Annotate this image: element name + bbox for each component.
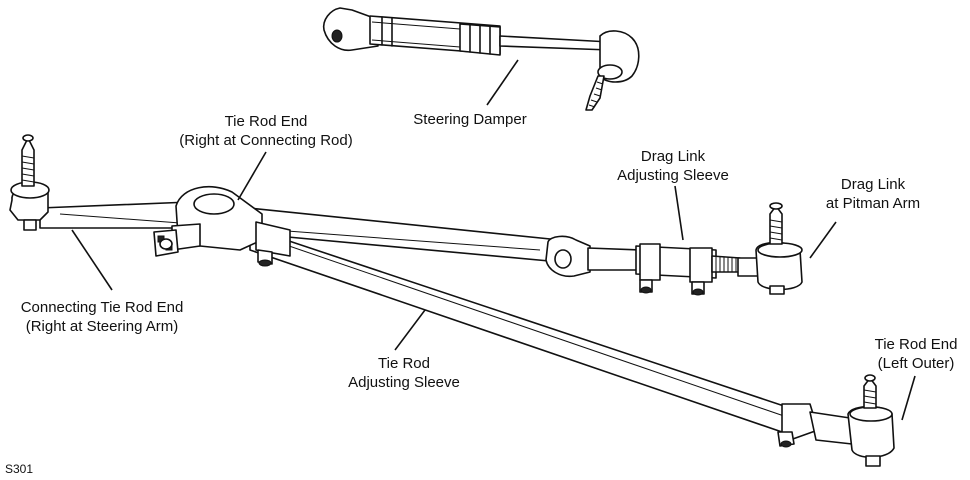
drag-link-sleeve-label-line2: Adjusting Sleeve: [617, 167, 729, 184]
tie-rod-end-left-label-line1: Tie Rod End: [874, 336, 958, 353]
tie-rod-end-left-label: Tie Rod End (Left Outer): [875, 335, 958, 373]
drag-link-sleeve-leader: [674, 185, 684, 241]
tie-rod-sleeve-label-line2: Adjusting Sleeve: [348, 374, 460, 391]
tie-rod-sleeve-label: Tie Rod Adjusting Sleeve: [348, 354, 460, 392]
drag-link-pitman-label-line2: at Pitman Arm: [825, 195, 921, 212]
connecting-tie-rod-end-label-line1: Connecting Tie Rod End: [20, 299, 184, 316]
tie-rod-sleeve-leader: [394, 309, 426, 351]
drag-link-pitman-end-part: [755, 202, 803, 295]
connecting-tie-rod-end-part: [9, 134, 50, 231]
tie-rod-end-right-label: Tie Rod End (Right at Connecting Rod): [179, 112, 352, 150]
drag-link-pitman-label-line1: Drag Link: [840, 176, 906, 193]
tie-rod-sleeve-label-line1: Tie Rod: [378, 355, 430, 372]
steering-damper-leader: [486, 59, 519, 106]
tie-rod-end-right-label-line2: (Right at Connecting Rod): [179, 132, 353, 149]
steering-damper-part: [322, 7, 640, 111]
steering-damper-label-line1: Steering Damper: [413, 111, 527, 128]
drag-link-pitman-leader: [809, 221, 837, 259]
tie-rod-end-right-leader: [237, 151, 267, 201]
drag-link-pitman-label: Drag Link at Pitman Arm: [826, 175, 920, 213]
drag-link-sleeve-label-line1: Drag Link: [640, 148, 706, 165]
connecting-tie-rod-end-label: Connecting Tie Rod End (Right at Steerin…: [21, 298, 184, 336]
tie-rod-end-left-label-line2: (Left Outer): [877, 355, 955, 372]
tie-rod-end-left-part: [777, 374, 895, 467]
tie-rod-end-right-part: [153, 185, 291, 267]
connecting-tie-rod-end-leader: [71, 229, 113, 291]
connecting-tie-rod-end-label-line2: (Right at Steering Arm): [25, 318, 179, 335]
drag-link-sleeve-label: Drag Link Adjusting Sleeve: [617, 147, 729, 185]
drag-link-sleeve-part: [635, 243, 765, 296]
steering-damper-label: Steering Damper: [413, 110, 526, 129]
tie-rod-end-right-label-line1: Tie Rod End: [224, 113, 308, 130]
tie-rod-end-left-leader: [901, 375, 916, 421]
figure-id: S301: [5, 462, 34, 476]
